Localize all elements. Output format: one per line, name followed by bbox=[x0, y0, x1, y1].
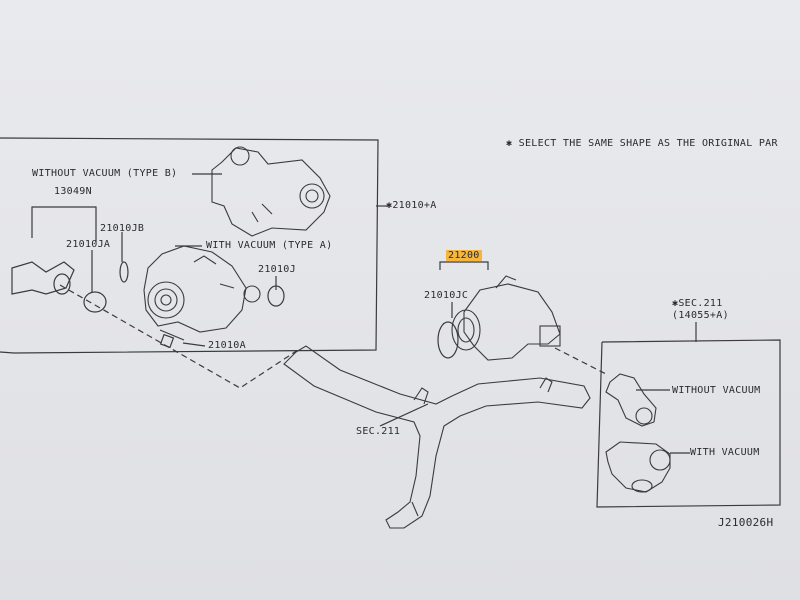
dash-connector-right bbox=[554, 347, 609, 376]
ref-21010a: ✱21010+A bbox=[386, 200, 437, 211]
part-21010ja: 21010JA bbox=[66, 239, 111, 250]
part-13049n: 13049N bbox=[54, 186, 92, 197]
note-text: ✱ SELECT THE SAME SHAPE AS THE ORIGINAL … bbox=[506, 138, 778, 149]
water-pump-type-b-icon bbox=[211, 146, 331, 237]
leader-13049n bbox=[31, 206, 97, 242]
label-without-vacuum: WITHOUT VACUUM bbox=[672, 385, 761, 396]
note-label: SELECT THE SAME SHAPE AS THE ORIGINAL PA… bbox=[518, 138, 778, 149]
part-21010j: 21010J bbox=[258, 264, 296, 275]
leader-sec211 bbox=[379, 403, 429, 427]
right-box-frame bbox=[596, 339, 781, 508]
water-inlet-13049n-icon bbox=[11, 261, 75, 295]
right-sec-211: ✱SEC.211 bbox=[672, 298, 723, 309]
leader-21200 bbox=[439, 261, 489, 270]
water-outlet-pipe-icon bbox=[283, 345, 591, 529]
o-ring-21010jc-icon bbox=[437, 321, 459, 359]
hose-without-vacuum-icon bbox=[605, 373, 657, 427]
right-sec-14055a: (14055+A) bbox=[672, 310, 729, 321]
label-with-vacuum-type-a: WITH VACUUM (TYPE A) bbox=[206, 240, 333, 251]
hose-with-vacuum-icon bbox=[605, 441, 671, 493]
o-ring-21010j-icon bbox=[267, 285, 285, 307]
bolt-icon bbox=[159, 329, 185, 349]
part-21010jb: 21010JB bbox=[100, 223, 145, 234]
part-21200-highlighted: 21200 bbox=[446, 250, 482, 261]
label-sec-211: SEC.211 bbox=[356, 426, 401, 437]
drawing-id: J210026H bbox=[718, 516, 774, 529]
leader-21010a bbox=[182, 342, 206, 347]
o-ring-icon bbox=[83, 291, 107, 313]
part-21010a: 21010A bbox=[208, 340, 246, 351]
dash-connector-left bbox=[59, 284, 299, 389]
note-symbol: ✱ bbox=[506, 138, 513, 149]
label-with-vacuum: WITH VACUUM bbox=[690, 447, 760, 458]
part-21010jc: 21010JC bbox=[424, 290, 469, 301]
water-pump-21200-icon bbox=[451, 275, 561, 361]
left-box-frame bbox=[0, 137, 379, 354]
label-without-vacuum-type-b: WITHOUT VACUUM (TYPE B) bbox=[32, 168, 178, 179]
o-ring-21010jb-icon bbox=[119, 261, 129, 283]
water-pump-type-a-icon bbox=[143, 245, 261, 333]
